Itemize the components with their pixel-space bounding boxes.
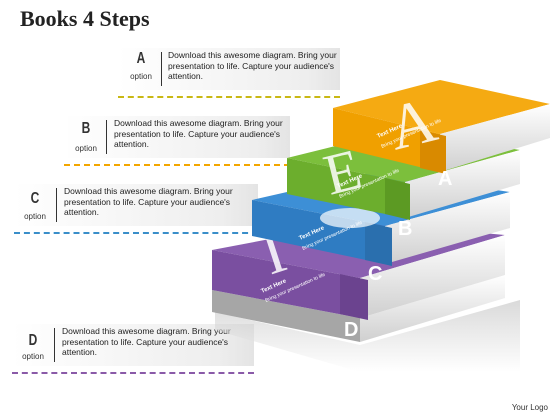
option-b-block: B option Download this awesome diagram. … <box>64 116 290 166</box>
logo-text: Your Logo <box>511 403 548 412</box>
option-c-letter: C <box>30 190 40 207</box>
option-c-label: option <box>24 212 46 221</box>
book-a-letter: A <box>438 168 452 190</box>
option-d-dashed-line <box>12 372 254 374</box>
option-b-background <box>64 116 290 158</box>
option-b-letter: B <box>81 120 91 137</box>
option-a-label: option <box>130 72 152 81</box>
option-c-separator <box>56 188 57 222</box>
book-c-big-letter-shape <box>320 208 380 228</box>
option-a-background <box>118 48 340 90</box>
option-d-block: D option Download this awesome diagram. … <box>12 324 254 374</box>
option-d-letter: D <box>28 332 38 349</box>
option-a-letter: A <box>136 50 146 67</box>
book-a-cover <box>333 80 550 134</box>
option-d-label: option <box>22 352 44 361</box>
option-c-dashed-line <box>14 232 258 234</box>
option-d-separator <box>54 328 55 362</box>
option-b-label: option <box>75 144 97 153</box>
option-a-dashed-line <box>118 96 340 98</box>
book-a: A Text Here Bring your presentation to l… <box>333 80 550 190</box>
book-c-letter: C <box>368 263 382 285</box>
option-d-description: Download this awesome diagram. Bring you… <box>62 326 231 357</box>
option-c-block: C option Download this awesome diagram. … <box>14 184 258 234</box>
option-b-dashed-line <box>64 164 290 166</box>
option-c-background <box>14 184 258 226</box>
book-d-letter: D <box>344 319 358 341</box>
page-title: Books 4 Steps <box>20 6 150 31</box>
option-a-description: Download this awesome diagram. Bring you… <box>168 50 337 81</box>
option-b-description: Download this awesome diagram. Bring you… <box>114 118 283 149</box>
option-c-description: Download this awesome diagram. Bring you… <box>64 186 233 217</box>
option-d-background <box>12 324 254 366</box>
option-a-block: A option Download this awesome diagram. … <box>118 48 340 98</box>
book-b-letter: B <box>398 218 412 240</box>
option-b-separator <box>106 120 107 154</box>
option-a-separator <box>161 52 162 86</box>
